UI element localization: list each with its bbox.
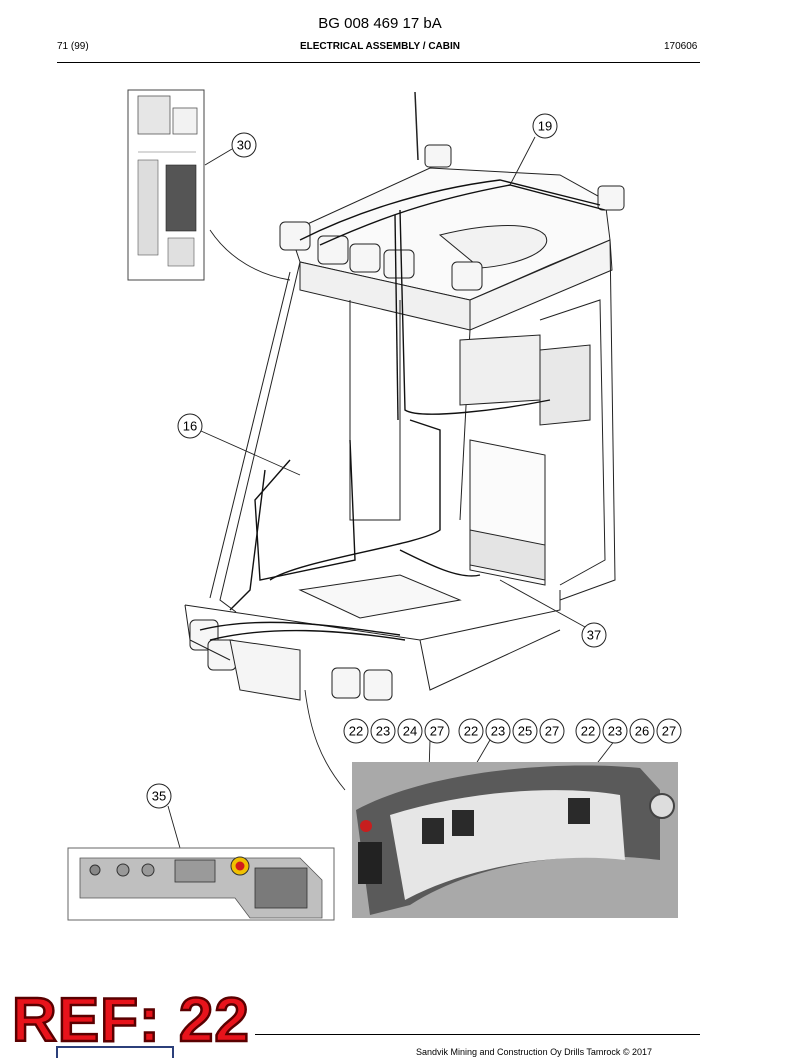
callout-circles (146, 113, 682, 809)
callout-19: 19 (538, 119, 552, 134)
callout-g3-27: 27 (662, 724, 676, 739)
callout-30: 30 (237, 138, 251, 153)
callout-g1-23: 23 (376, 724, 390, 739)
callout-g2-27: 27 (545, 724, 559, 739)
callout-37: 37 (587, 628, 601, 643)
section-title: ELECTRICAL ASSEMBLY / CABIN (299, 41, 461, 52)
callout-g2-25: 25 (518, 724, 532, 739)
callout-g3-26: 26 (635, 724, 649, 739)
document-code: BG 008 469 17 bA (318, 15, 442, 32)
footer-rule (255, 1034, 700, 1035)
header-rule (57, 62, 700, 63)
cable-harness (199, 179, 606, 641)
callout-g2-22: 22 (464, 724, 478, 739)
inset-control-panel (67, 847, 335, 921)
company-logo (56, 1046, 174, 1058)
callout-35: 35 (152, 789, 166, 804)
callout-g2-23: 23 (491, 724, 505, 739)
callout-g1-27: 27 (430, 724, 444, 739)
callout-g1-24: 24 (403, 724, 417, 739)
footer-copyright: Sandvik Mining and Construction Oy Drill… (416, 1047, 653, 1057)
inset-fuse-panel (127, 89, 205, 281)
callout-g1-22: 22 (349, 724, 363, 739)
callout-g3-22: 22 (581, 724, 595, 739)
cabin-roof (289, 91, 613, 331)
page-number: 71 (99) (57, 41, 89, 52)
inset-dashboard-photo (352, 762, 678, 918)
ref-label: REF: 22 (11, 985, 250, 1057)
cabin-body (184, 239, 616, 701)
callout-g3-23: 23 (608, 724, 622, 739)
document-date: 170606 (664, 41, 698, 52)
leader-lines (167, 136, 616, 849)
callout-16: 16 (183, 419, 197, 434)
